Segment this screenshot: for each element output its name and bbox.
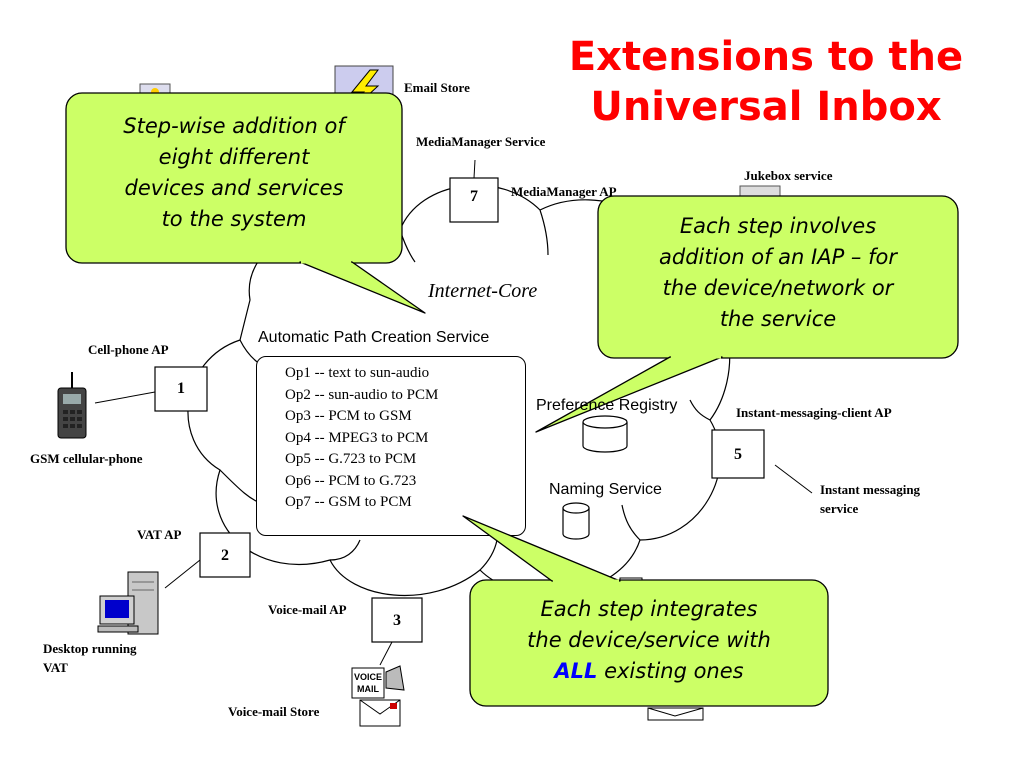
title-line-1: Extensions to the — [568, 34, 964, 80]
node-5-number: 5 — [734, 446, 742, 463]
im-service-label-1: Instant messaging — [820, 482, 921, 497]
emphasis-all: ALL — [554, 659, 598, 683]
callout-right-line: addition of an IAP – for — [659, 245, 897, 269]
gsm-phone-label: GSM cellular-phone — [30, 451, 143, 466]
im-service-label-2: service — [820, 501, 859, 516]
voicemail-ap-label: Voice-mail AP — [268, 602, 347, 617]
node-box-3 — [371, 597, 423, 643]
vat-ap-label: VAT AP — [137, 527, 182, 542]
cellphone-ap-label: Cell-phone AP — [88, 342, 169, 357]
desktop-label-1: Desktop running — [43, 641, 137, 656]
callout-bottom: Each step integrates the device/service … — [470, 594, 828, 687]
desktop-computer-icon — [97, 571, 159, 635]
mediamanager-ap-label: MediaManager AP — [511, 184, 617, 199]
callout-bottom-line: Each step integrates — [540, 597, 758, 621]
callout-left-line: devices and services — [124, 176, 344, 200]
callout-left: Step-wise addition of eight different de… — [66, 111, 402, 235]
internet-core-label: Internet-Core — [428, 280, 538, 302]
cell-phone-icon — [57, 372, 87, 439]
desktop-label-2: VAT — [43, 660, 68, 675]
naming-service-label: Naming Service — [549, 481, 662, 498]
callout-bottom-line-3: ALL existing ones — [470, 656, 828, 687]
envelope-icon — [647, 707, 704, 721]
op-item: Op7 -- GSM to PCM — [285, 494, 412, 510]
op-item: Op3 -- PCM to GSM — [285, 408, 412, 424]
svg-text:MAIL: MAIL — [357, 684, 379, 694]
preference-registry-db-icon — [582, 415, 628, 453]
node-box-5 — [711, 429, 765, 479]
title-line-2: Universal Inbox — [590, 84, 942, 130]
im-client-ap-label: Instant-messaging-client AP — [736, 405, 892, 420]
voicemail-store-label: Voice-mail Store — [228, 704, 320, 719]
callout-right-shape — [535, 195, 959, 433]
callout-left-line: Step-wise addition of — [123, 114, 345, 138]
callout-bottom-rest: existing ones — [597, 659, 744, 683]
op-item: Op2 -- sun-audio to PCM — [285, 386, 439, 403]
path-service-label: Automatic Path Creation Service — [258, 329, 490, 346]
callout-right-line: the service — [719, 307, 837, 331]
callout-left-line: to the system — [161, 207, 307, 231]
op-item: Op5 -- G.723 to PCM — [285, 451, 417, 467]
callout-right-line: Each step involves — [679, 214, 877, 238]
svg-text:VOICE: VOICE — [354, 672, 382, 682]
voicemail-icon: VOICE MAIL — [351, 665, 405, 727]
callout-left-line: eight different — [158, 145, 310, 169]
node-box-2 — [199, 532, 251, 578]
callout-bottom-line: the device/service with — [527, 628, 771, 652]
node-3-number: 3 — [393, 612, 401, 629]
op-item: Op4 -- MPEG3 to PCM — [285, 429, 429, 446]
callout-left-shape — [65, 92, 426, 314]
node-1-number: 1 — [177, 380, 185, 397]
mediamanager-service-label: MediaManager Service — [416, 134, 546, 149]
op-item: Op6 -- PCM to G.723 — [285, 472, 417, 489]
page-title: Extensions to the Universal Inbox — [556, 32, 976, 132]
operations-list: Op1 -- text to sun-audio Op2 -- sun-audi… — [256, 356, 526, 536]
naming-service-db-icon — [562, 502, 590, 540]
node-box-1 — [154, 366, 208, 412]
node-7-number: 7 — [470, 188, 478, 205]
email-store-label: Email Store — [404, 80, 470, 95]
preference-registry-label: Preference Registry — [536, 397, 678, 414]
node-2-number: 2 — [221, 547, 229, 564]
callout-right: Each step involves addition of an IAP – … — [598, 211, 958, 335]
jukebox-service-label: Jukebox service — [744, 168, 833, 183]
callout-right-line: the device/network or — [662, 276, 894, 300]
op-item: Op1 -- text to sun-audio — [285, 365, 430, 381]
